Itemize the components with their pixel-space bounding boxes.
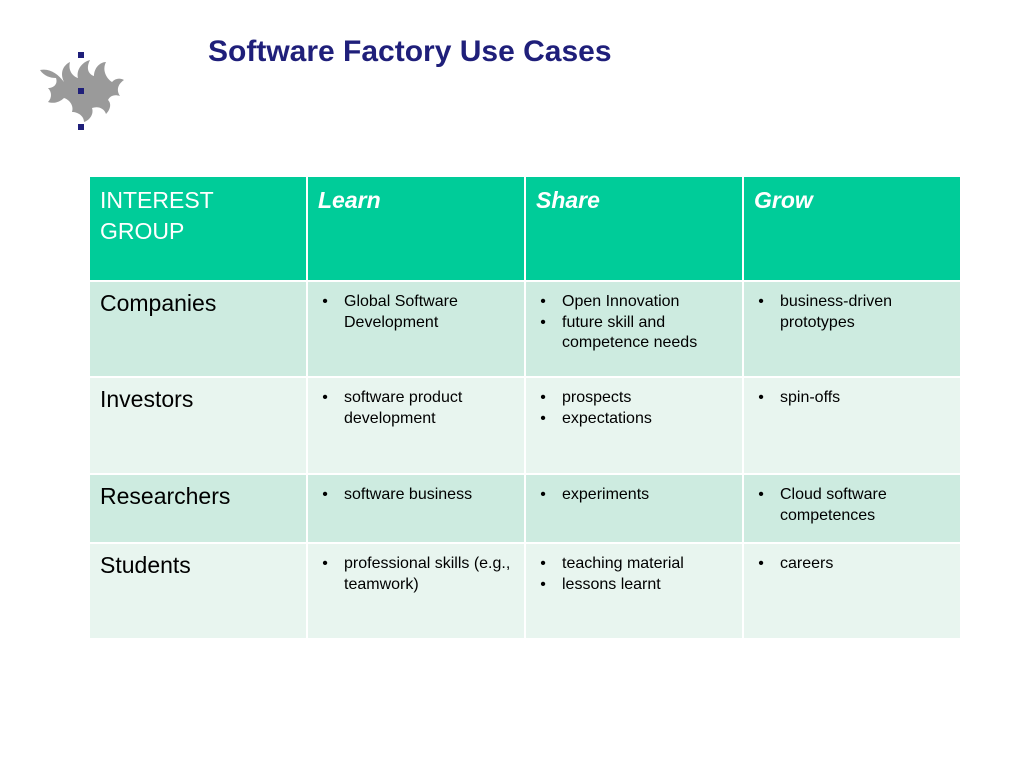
list-item: •software product development [318,388,514,429]
grow-cell: •spin-offs [742,376,962,475]
list-item: •prospects [536,388,732,409]
table-row: Investors •software product development … [88,376,962,475]
bullet-icon: • [758,555,764,572]
list-item: •Open Innovation [536,292,732,313]
grow-cell: •business-driven prototypes [742,280,962,378]
grow-cell: •careers [742,542,962,640]
bullet-icon: • [322,293,328,310]
share-cell: •teaching material •lessons learnt [524,542,744,640]
list-item: •future skill and competence needs [536,313,732,354]
learn-cell: •software business [306,473,526,544]
list-item: •spin-offs [754,388,950,409]
bullet-icon: • [758,389,764,406]
group-cell: Companies [88,280,308,378]
header-grow: Grow [742,175,962,282]
bullet-icon: • [540,389,546,406]
bullet-icon: • [540,293,546,310]
list-item: •professional skills (e.g., teamwork) [318,554,514,595]
use-cases-table: INTEREST GROUP Learn Share Grow Companie… [88,175,962,640]
list-item: •experiments [536,485,732,506]
table-header-row: INTEREST GROUP Learn Share Grow [88,175,962,282]
header-learn: Learn [306,175,526,282]
slide-title: Software Factory Use Cases [208,35,612,68]
bullet-icon: • [540,555,546,572]
bullet-icon: • [540,313,546,331]
list-item: •software business [318,485,514,506]
list-item: •expectations [536,409,732,430]
table-row: Companies •Global Software Development •… [88,280,962,378]
group-cell: Students [88,542,308,640]
list-item: •lessons learnt [536,575,732,596]
table-row: Researchers •software business •experime… [88,473,962,544]
bullet-icon: • [322,486,328,503]
flame-leaf-logo-icon [40,52,124,130]
list-item: •careers [754,554,950,575]
header-interest-group: INTEREST GROUP [88,175,308,282]
list-item: •Cloud software competences [754,485,950,526]
bullet-icon: • [540,575,546,593]
bullet-icon: • [758,293,764,310]
learn-cell: •software product development [306,376,526,475]
bullet-icon: • [322,555,328,572]
share-cell: •prospects •expectations [524,376,744,475]
learn-cell: •professional skills (e.g., teamwork) [306,542,526,640]
bullet-icon: • [758,486,764,503]
share-cell: •experiments [524,473,744,544]
bullet-icon: • [540,486,546,503]
list-item: •teaching material [536,554,732,575]
grow-cell: •Cloud software competences [742,473,962,544]
list-item: •business-driven prototypes [754,292,950,333]
table-row: Students •professional skills (e.g., tea… [88,542,962,640]
share-cell: •Open Innovation •future skill and compe… [524,280,744,378]
group-cell: Investors [88,376,308,475]
group-cell: Researchers [88,473,308,544]
header-share: Share [524,175,744,282]
bullet-icon: • [322,389,328,406]
learn-cell: •Global Software Development [306,280,526,378]
bullet-icon: • [540,409,546,427]
list-item: •Global Software Development [318,292,514,333]
